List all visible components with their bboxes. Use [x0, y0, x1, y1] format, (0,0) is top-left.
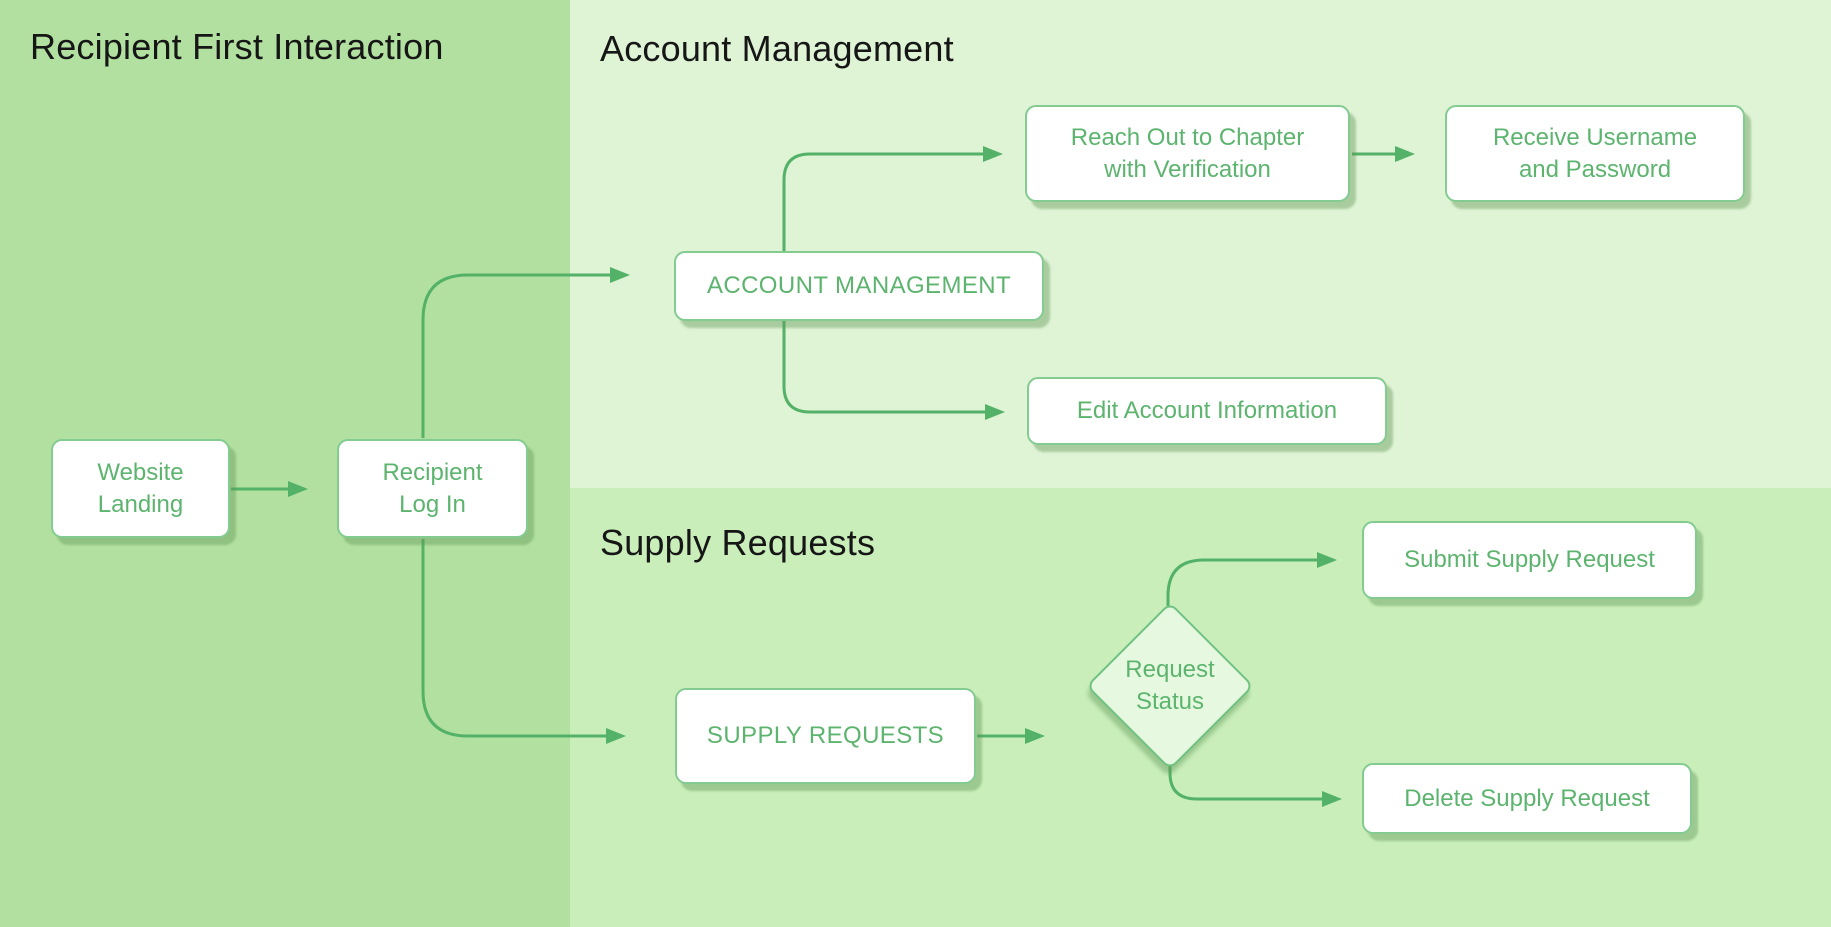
decision-request-status-label: Request Status — [1125, 656, 1215, 715]
connector-recipient-log-in-to-supply-requests — [421, 539, 626, 744]
connector-account-management-to-reach-out — [782, 146, 1003, 251]
section-title-supply-requests: Supply Requests — [600, 522, 876, 563]
connector-account-management-to-edit-account — [782, 321, 1005, 420]
node-recipient-log-in: Recipient Log In — [337, 439, 528, 538]
section-title-recipient-first-interaction: Recipient First Interaction — [30, 26, 444, 67]
node-receive-username-password: Receive Username and Password — [1445, 105, 1745, 202]
decision-request-status: Request Status — [1085, 601, 1255, 771]
connector-recipient-log-in-to-account-management — [421, 267, 630, 438]
node-website-landing: Website Landing — [51, 439, 230, 538]
node-edit-account-information: Edit Account Information — [1027, 377, 1387, 445]
node-supply-requests: SUPPLY REQUESTS — [675, 688, 976, 784]
node-account-management: ACCOUNT MANAGEMENT — [674, 251, 1044, 321]
section-title-account-management: Account Management — [600, 28, 954, 69]
connector-request-status-to-submit-request — [1166, 552, 1337, 606]
node-delete-supply-request: Delete Supply Request — [1362, 763, 1692, 834]
connector-request-status-to-delete-request — [1168, 766, 1342, 807]
node-reach-out-to-chapter: Reach Out to Chapter with Verification — [1025, 105, 1350, 202]
node-submit-supply-request: Submit Supply Request — [1362, 521, 1697, 599]
